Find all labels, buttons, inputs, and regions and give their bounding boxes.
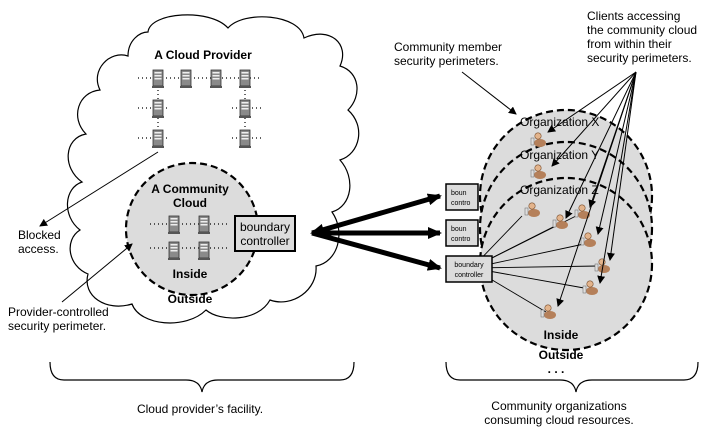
left-brace: [49, 361, 355, 393]
community-cloud-label-line1: A Community: [151, 182, 229, 196]
server-icon: [238, 69, 252, 89]
organization-y-label: Organization Y: [520, 148, 599, 162]
boundary-controller-line1: boundary: [240, 220, 290, 234]
right-brace-caption-line2: consuming cloud resources.: [484, 413, 633, 427]
community-server-links: [150, 223, 228, 249]
org-y-bc-line1: boun: [451, 226, 467, 233]
provider-perimeter-line2: security perimeter.: [8, 319, 106, 333]
org-z-bc-line1: boundary: [454, 262, 484, 269]
org-x-bc-line1: boun: [451, 190, 467, 197]
right-brace-caption-line1: Community organizations: [491, 399, 626, 413]
org-inside-label: Inside: [544, 328, 579, 342]
server-icon: [167, 241, 181, 261]
server-icon: [151, 129, 165, 149]
left-brace-caption: Cloud provider’s facility.: [137, 402, 263, 416]
org-x-boundary-controller: [445, 183, 479, 211]
org-z-bc-line2: controller: [455, 272, 484, 279]
clients-line2: the community cloud: [587, 23, 697, 37]
server-icon: [197, 241, 211, 261]
org-y-boundary-controller: [445, 219, 479, 247]
provider-inside-label: Inside: [173, 267, 208, 281]
server-icon: [238, 129, 252, 149]
blocked-access-line2: access.: [18, 242, 59, 256]
provider-boundary-controller: [234, 215, 296, 252]
server-icon: [197, 215, 211, 235]
server-icon: [238, 99, 252, 119]
right-brace: [445, 361, 699, 393]
server-icon: [209, 69, 223, 89]
server-icon: [151, 69, 165, 89]
clients-line3: from within their: [587, 37, 672, 51]
organization-z-perimeter: [478, 176, 654, 352]
organization-z-label: Organization Z: [520, 183, 599, 197]
blocked-access-line1: Blocked: [18, 228, 61, 242]
server-icon: [179, 69, 193, 89]
member-perimeters-line1: Community member: [394, 40, 502, 54]
boundary-controller-line2: controller: [240, 234, 289, 248]
server-icon: [151, 99, 165, 119]
member-perimeters-line2: security perimeters.: [394, 54, 499, 68]
clients-line4: security perimeters.: [587, 51, 692, 65]
cloud-provider-title: A Cloud Provider: [154, 48, 252, 62]
org-more-ellipsis: . . .: [548, 362, 565, 376]
server-icon: [167, 215, 181, 235]
org-y-bc-line2: contro: [451, 236, 471, 243]
clients-line1: Clients accessing: [587, 9, 680, 23]
controller-connection-arrows: [310, 193, 442, 271]
org-x-bc-line2: contro: [451, 200, 471, 207]
organization-x-label: Organization X: [520, 115, 599, 129]
community-cloud-label-line2: Cloud: [173, 196, 207, 210]
provider-perimeter-arrow: [61, 243, 133, 303]
provider-outside-label: Outside: [168, 292, 213, 306]
org-outside-label: Outside: [539, 348, 584, 362]
provider-perimeter-line1: Provider-controlled: [8, 305, 109, 319]
clients-pointer-arrows: [547, 71, 637, 307]
org-z-boundary-controller: [445, 255, 493, 283]
blocked-access-arrow: [39, 151, 159, 227]
member-perimeters-arrow: [461, 71, 517, 115]
